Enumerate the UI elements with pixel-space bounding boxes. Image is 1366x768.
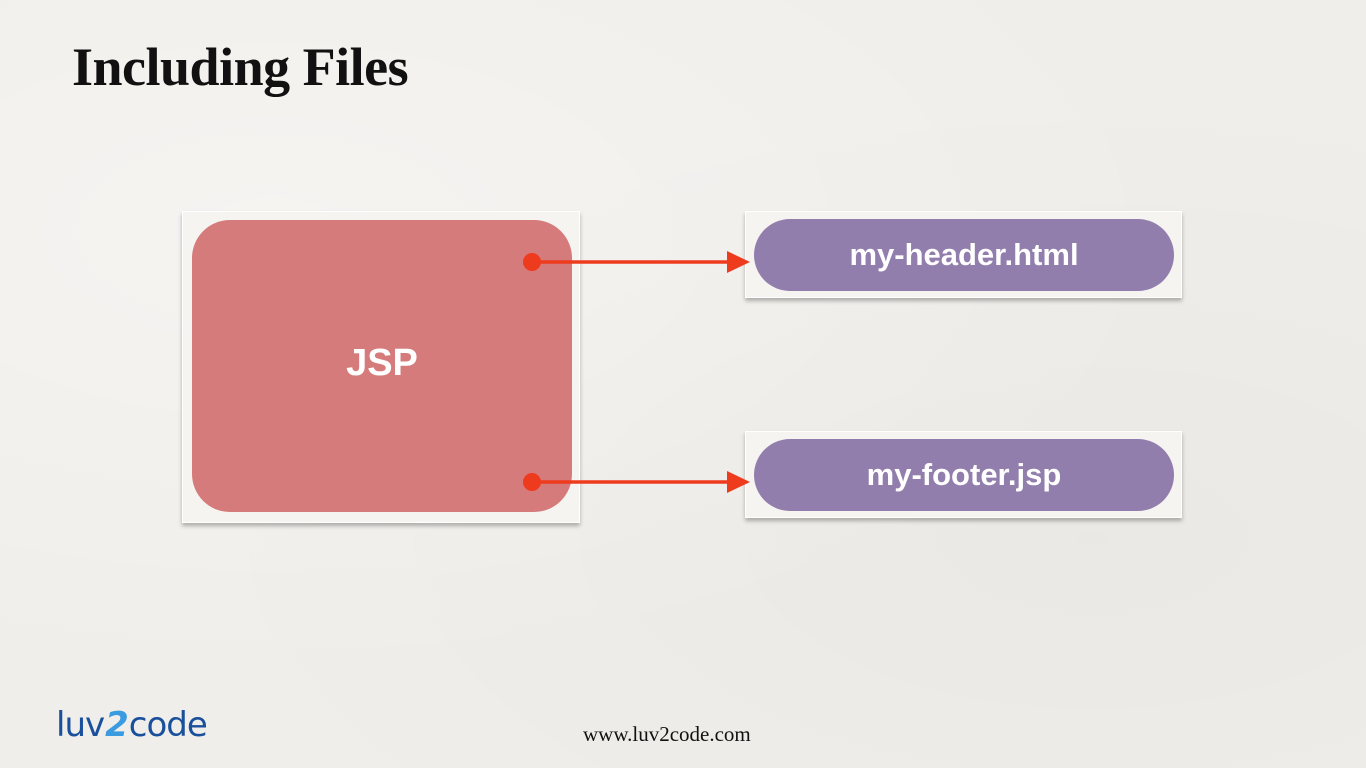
jsp-label: JSP	[346, 341, 418, 384]
footer-include-label: my-footer.jsp	[866, 457, 1062, 492]
logo-text-start: luv	[56, 705, 105, 745]
logo-text-end: code	[128, 705, 208, 745]
footer-include-pill: my-footer.jsp	[754, 439, 1174, 511]
slide-title: Including Files	[72, 37, 409, 97]
footer-include-frame: my-footer.jsp	[745, 431, 1182, 518]
logo-text-two: 2	[105, 705, 129, 745]
header-include-pill: my-header.html	[754, 219, 1174, 291]
header-include-label: my-header.html	[849, 237, 1079, 272]
header-include-frame: my-header.html	[745, 211, 1182, 298]
jsp-frame: JSP	[182, 211, 580, 523]
jsp-box: JSP	[192, 220, 572, 512]
footer-url: www.luv2code.com	[583, 722, 751, 746]
